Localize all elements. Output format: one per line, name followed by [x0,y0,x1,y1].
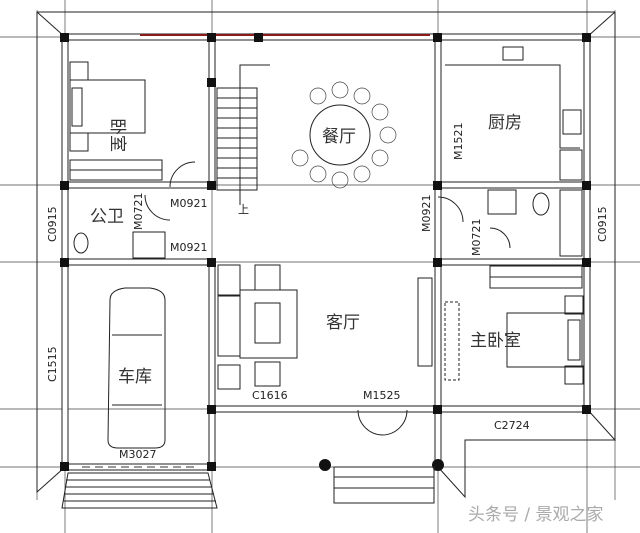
watermark: 头条号 / 景观之家 [468,505,604,525]
door-swings [144,161,511,436]
room-label-kitchen: 厨房 [488,113,522,133]
room-label-bedroom: 卧室 [107,118,127,152]
entry-steps [61,466,435,509]
door-label-m1521: M1521 [452,123,465,161]
dining-table [291,81,397,189]
door-label-m0721-b: M0721 [470,219,483,257]
door-label-m0921-b: M0921 [170,241,208,254]
bedroom-bed [69,61,163,181]
room-label-dining: 餐厅 [322,127,356,147]
master-bedroom-furniture [417,265,584,385]
window-label-c2724: C2724 [494,419,530,432]
car [107,287,166,449]
room-label-public-bathroom: 公卫 [90,207,124,227]
door-label-m0921-c: M0921 [420,195,433,233]
window-label-c1515: C1515 [46,346,59,382]
room-label-master-bedroom: 主卧室 [470,331,521,351]
room-label-garage: 车库 [118,367,152,387]
room-label-living: 客厅 [326,313,360,333]
window-label-c0915-left: C0915 [46,206,59,242]
door-label-m3027: M3027 [119,448,157,461]
window-label-c1616: C1616 [252,389,288,402]
living-sofa-set [217,264,298,390]
window-label-c0915-right: C0915 [596,206,609,242]
stair-up-label: 上 [238,203,249,216]
bathroom-fixtures [73,189,583,259]
columns [60,33,591,471]
door-label-m0721-a: M0721 [132,193,145,231]
door-label-m1525: M1525 [363,389,401,402]
door-label-m0921-a: M0921 [170,197,208,210]
roof-outline [36,11,617,499]
kitchen-counter [445,46,583,181]
staircase [216,64,270,205]
